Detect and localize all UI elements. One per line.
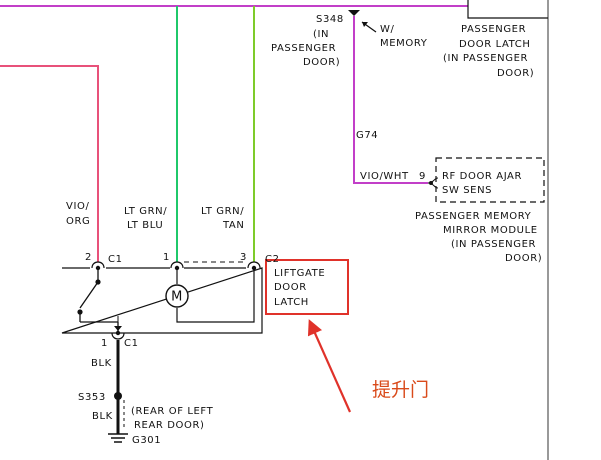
passenger-memory-mirror-module — [435, 157, 545, 203]
motor-label: M — [171, 290, 183, 305]
motor-symbol — [165, 284, 189, 308]
pin2-connector — [91, 261, 105, 269]
passenger-door-latch-box — [467, 0, 548, 19]
label-c1-top: C1 — [108, 254, 123, 265]
label-rf-ajar-2: SW SENS — [442, 185, 492, 196]
label-blk-2: BLK — [92, 411, 113, 422]
latch-switch — [79, 270, 119, 333]
pin1-top-connector — [170, 261, 184, 269]
label-pin1-bottom: 1 — [101, 338, 108, 349]
label-rf-ajar-1: RF DOOR AJAR — [442, 171, 522, 182]
label-pmm-3: (IN PASSENGER — [451, 239, 536, 250]
switch-contact-bottom — [77, 309, 83, 315]
label-pmm-4: DOOR) — [505, 253, 542, 264]
label-liftgate-1: LIFTGATE — [274, 268, 325, 279]
label-pdl-3: (IN PASSENGER — [443, 53, 528, 64]
label-s348-loc-1: (IN — [313, 29, 329, 40]
label-ltgrn-ltblu-1: LT GRN/ — [124, 206, 167, 217]
wire-g74-vio-wht — [353, 16, 428, 184]
label-pdl-4: DOOR) — [497, 68, 534, 79]
label-pdl-1: PASSENGER — [461, 24, 526, 35]
label-rear-door-1: (REAR OF LEFT — [131, 406, 214, 417]
w-memory-arrowhead — [362, 22, 368, 27]
annotation-text: 提升门 — [372, 379, 429, 401]
label-vio-org-2: ORG — [66, 216, 90, 227]
pin1-bottom-dot — [115, 330, 121, 336]
pin1-top-dot — [174, 265, 180, 271]
label-w-memory-1: W/ — [380, 24, 394, 35]
splice-s353-dot — [114, 392, 122, 400]
label-w-memory-2: MEMORY — [380, 38, 428, 49]
pin1-bottom-connector — [111, 332, 125, 340]
label-pin3: 3 — [240, 252, 247, 263]
label-c2: C2 — [265, 254, 280, 265]
label-pmm-2: MIRROR MODULE — [443, 225, 538, 236]
pin2-dot — [95, 265, 101, 271]
label-c1-bottom: C1 — [124, 338, 139, 349]
label-ltgrn-tan-1: LT GRN/ — [201, 206, 244, 217]
label-s348-loc-2: PASSENGER — [271, 43, 336, 54]
liftgate-latch-box — [61, 267, 263, 334]
label-pmm-1: PASSENGER MEMORY — [415, 211, 532, 222]
label-s348: S348 — [316, 14, 344, 25]
label-blk-1: BLK — [91, 358, 112, 369]
annotation-arrow — [307, 319, 352, 413]
switch-contact-top — [95, 279, 101, 285]
ground-symbol — [108, 433, 128, 443]
internal-down-arrowhead — [114, 326, 122, 331]
liftgate-highlight-box — [265, 259, 349, 315]
pin9-dot — [429, 181, 433, 185]
label-pin1-top: 1 — [163, 252, 170, 263]
label-pin2: 2 — [85, 252, 92, 263]
label-s353: S353 — [78, 392, 106, 403]
label-vio-wht: VIO/WHT — [360, 171, 409, 182]
label-pin9: 9 — [419, 171, 426, 182]
label-liftgate-3: LATCH — [274, 297, 309, 308]
pin3-dot — [251, 265, 257, 271]
splice-s348-marker — [348, 10, 360, 16]
label-ltgrn-ltblu-2: LT BLU — [127, 220, 163, 231]
label-liftgate-2: DOOR — [274, 282, 307, 293]
label-g74: G74 — [356, 130, 378, 141]
motor-wiring — [176, 270, 255, 323]
label-s348-loc-3: DOOR) — [303, 57, 340, 68]
label-vio-org-1: VIO/ — [66, 201, 89, 212]
label-ltgrn-tan-2: TAN — [222, 220, 244, 231]
pin3-connector — [247, 261, 261, 269]
label-g301: G301 — [132, 435, 161, 446]
wire-vio-org — [0, 65, 99, 262]
label-pdl-2: DOOR LATCH — [459, 39, 530, 50]
label-rear-door-2: REAR DOOR) — [134, 420, 205, 431]
